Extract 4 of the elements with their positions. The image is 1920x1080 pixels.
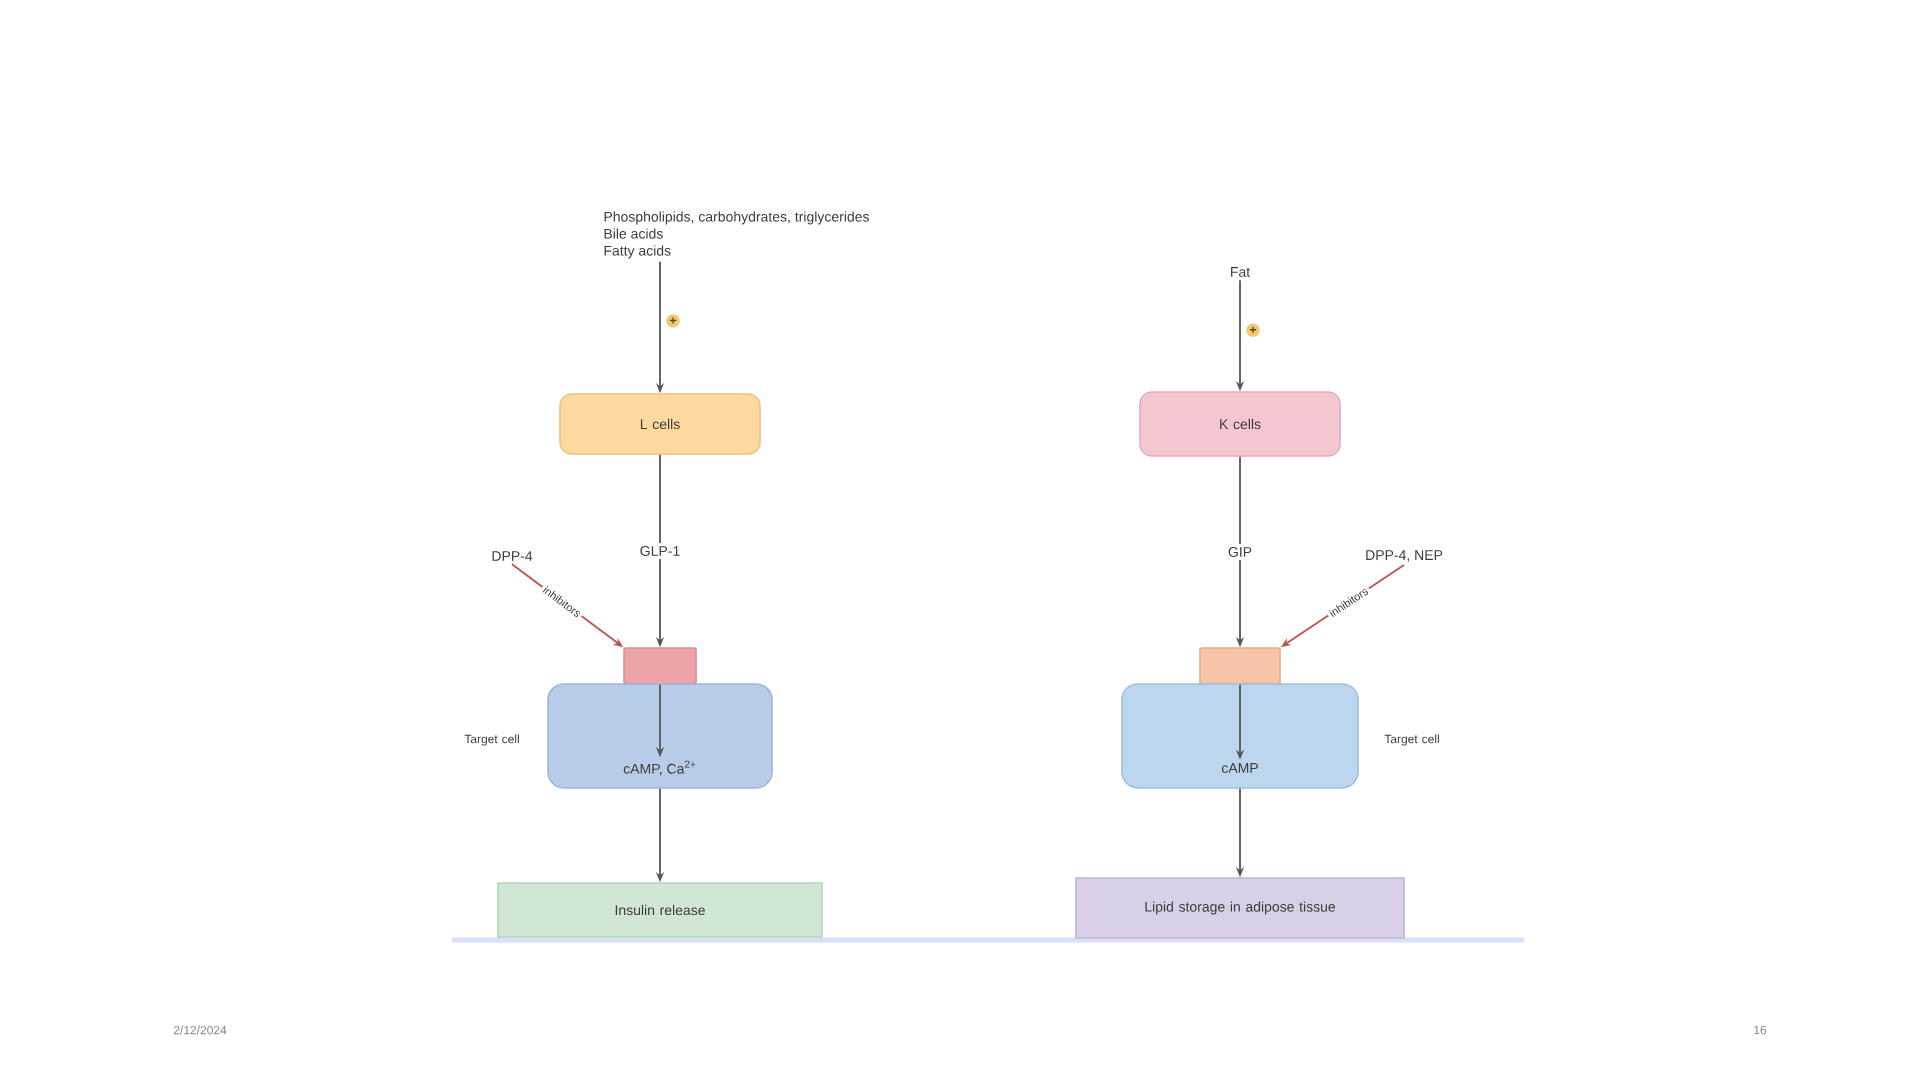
- receptor-box: [1199, 647, 1281, 685]
- target-cell-box: [547, 683, 773, 789]
- receptor-box: [623, 647, 697, 685]
- target-cell-box: [1121, 683, 1359, 789]
